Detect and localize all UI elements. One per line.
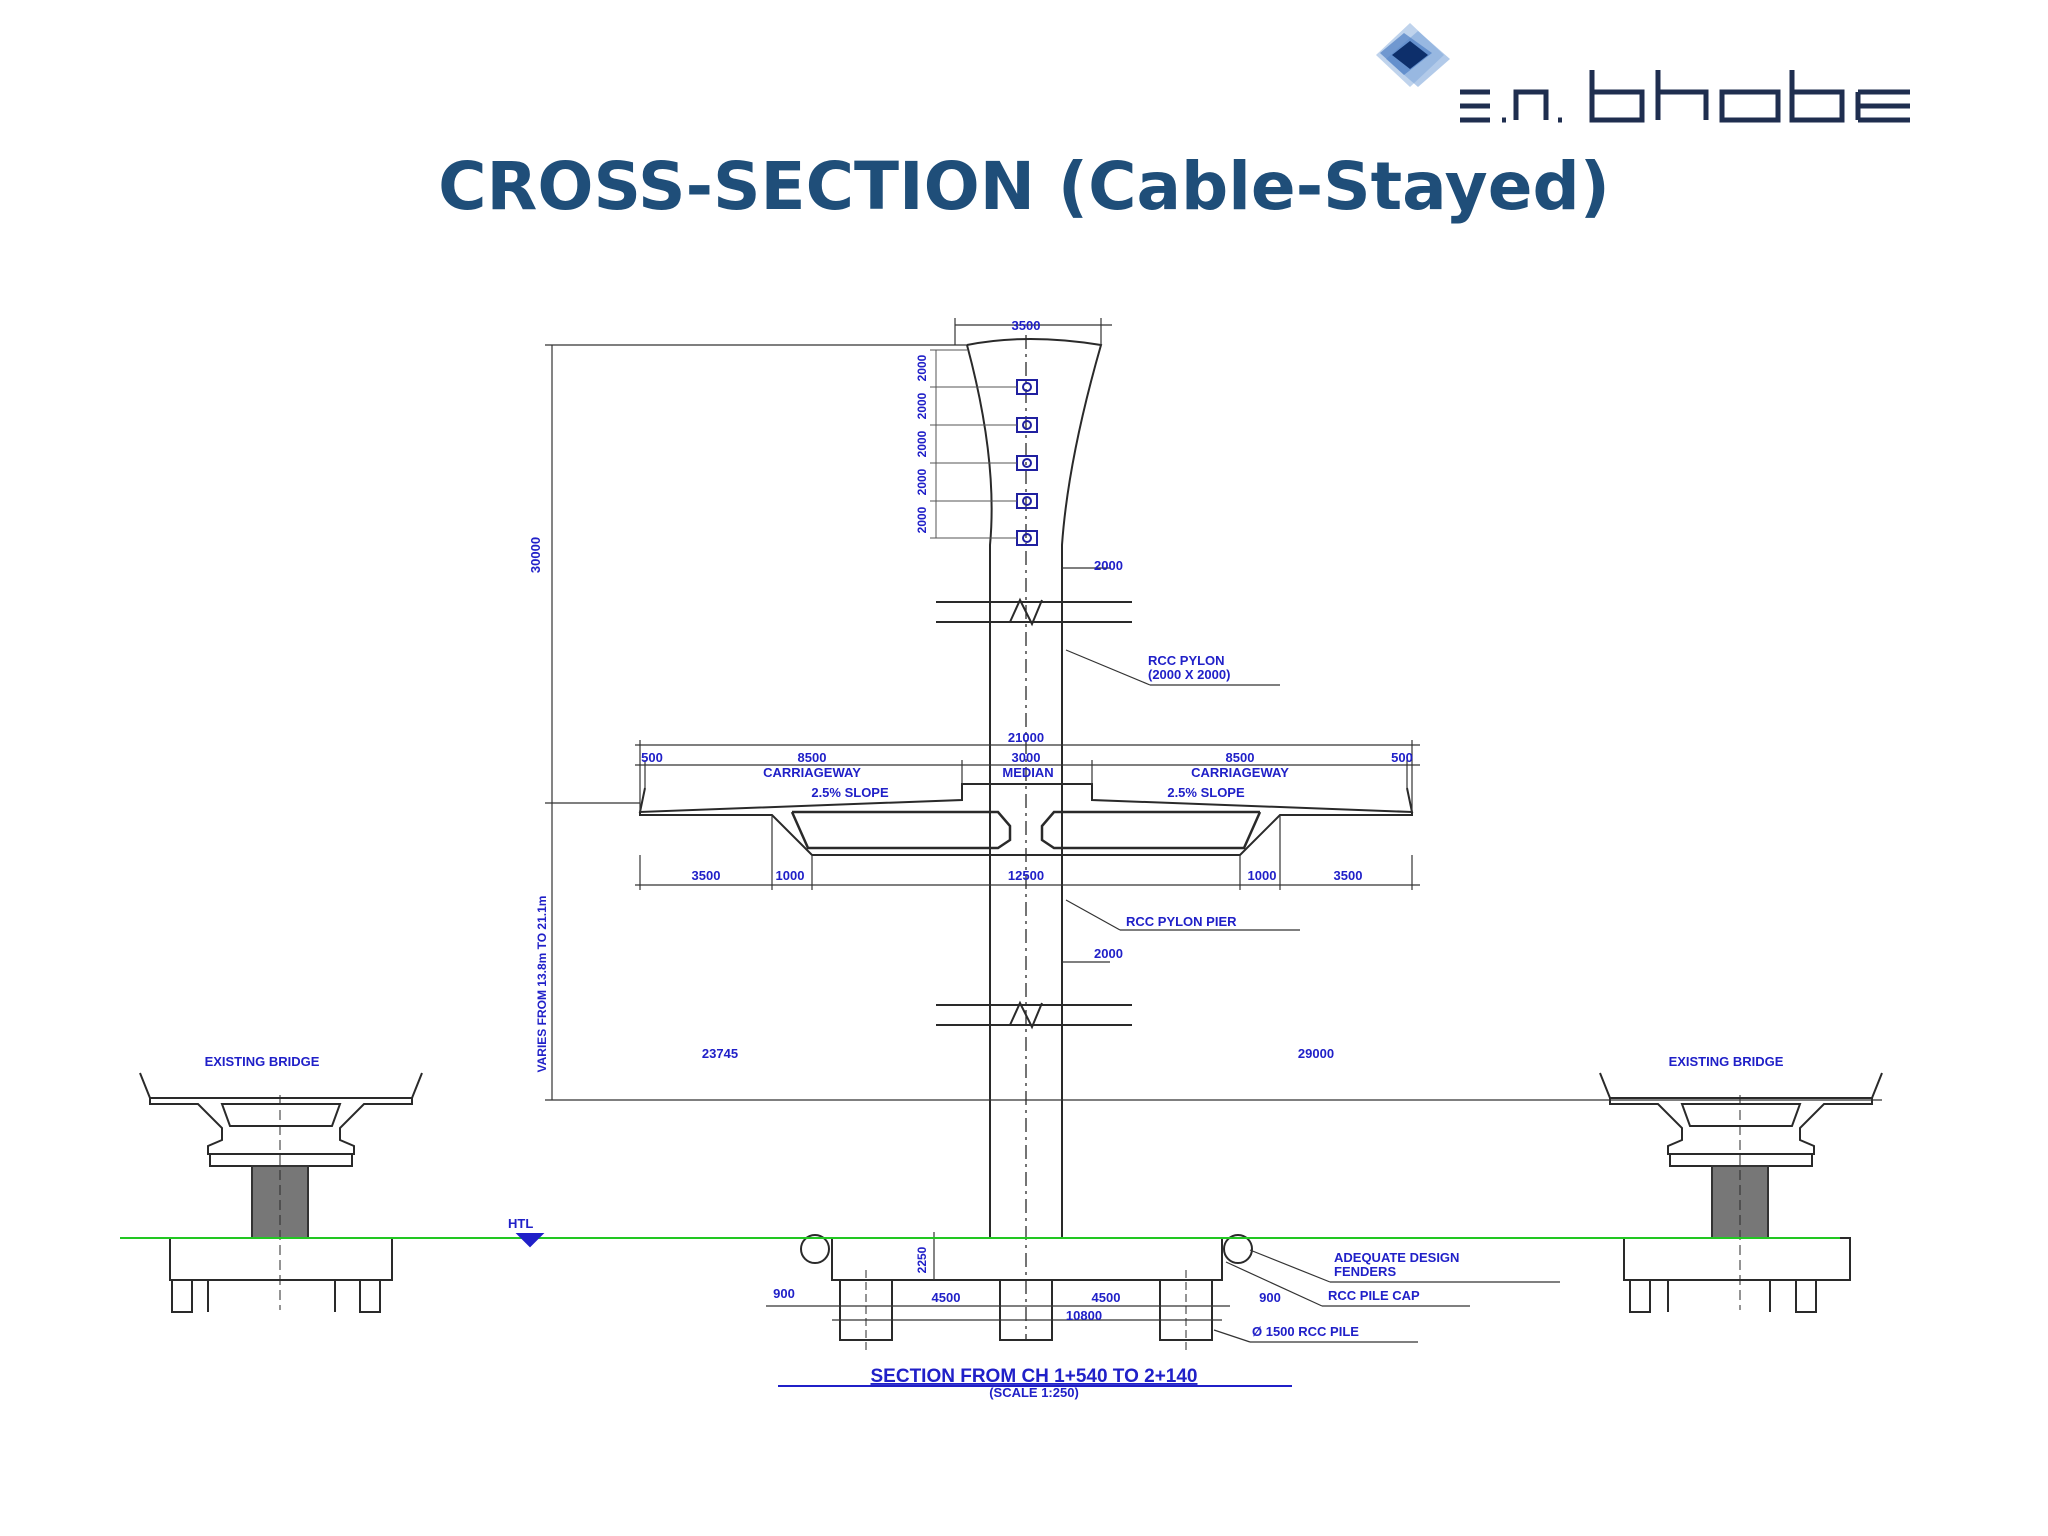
dim-cantilever-left: 3500 xyxy=(692,868,721,883)
existing-bridge-right xyxy=(1599,1072,1883,1313)
pier-label: RCC PYLON PIER xyxy=(1126,914,1237,929)
dim-web-right: 1000 xyxy=(1248,868,1277,883)
bridge-deck xyxy=(638,783,1414,856)
pylon-label: RCC PYLON xyxy=(1148,653,1225,668)
dim-edge-900-right: 900 xyxy=(1259,1290,1281,1305)
existing-bridge-right-label: EXISTING BRIDGE xyxy=(1669,1054,1784,1069)
section-title: SECTION FROM CH 1+540 TO 2+140 xyxy=(871,1366,1198,1387)
fender-label-2: FENDERS xyxy=(1334,1264,1396,1279)
dim-gap-left: 23745 xyxy=(702,1046,738,1061)
pile-label: Ø 1500 RCC PILE xyxy=(1252,1324,1359,1339)
dim-edge-right: 500 xyxy=(1391,750,1413,765)
pylon-size-label: (2000 X 2000) xyxy=(1148,667,1230,682)
cable-anchors xyxy=(1016,379,1038,546)
dim-pylon-width: 2000 xyxy=(1094,558,1123,573)
dim-pile-cap-depth: 2250 xyxy=(915,1246,929,1273)
page-title: CROSS-SECTION (Cable-Stayed) xyxy=(438,148,1610,225)
dim-cable-3: 2000 xyxy=(915,430,929,457)
dim-pylon-top: 3500 xyxy=(1012,318,1041,333)
pile-cap-label: RCC PILE CAP xyxy=(1328,1288,1420,1303)
dim-cable-1: 2000 xyxy=(915,354,929,381)
carriageway-right-label: CARRIAGEWAY xyxy=(1191,765,1289,780)
dim-gap-right: 29000 xyxy=(1298,1046,1334,1061)
dim-pylon-height: 30000 xyxy=(528,537,543,573)
dim-edge-900-left: 900 xyxy=(773,1286,795,1301)
slope-left-label: 2.5% SLOPE xyxy=(811,785,889,800)
dimension-lines xyxy=(545,318,1882,1343)
varies-label: VARIES FROM 13.8m TO 21.1m xyxy=(535,896,549,1073)
dim-cable-5: 2000 xyxy=(915,506,929,533)
existing-bridge-left-label: EXISTING BRIDGE xyxy=(205,1054,320,1069)
dim-cantilever-right: 3500 xyxy=(1334,868,1363,883)
scale-label: (SCALE 1:250) xyxy=(989,1385,1079,1400)
dim-carriageway-left: 8500 xyxy=(798,750,827,765)
dim-pile-spacing-left: 4500 xyxy=(932,1290,961,1305)
rcc-pylon xyxy=(936,335,1132,1340)
dim-cable-2: 2000 xyxy=(915,392,929,419)
logo-mark-icon xyxy=(1376,23,1910,123)
fender-label: ADEQUATE DESIGN xyxy=(1334,1250,1459,1265)
existing-bridge-left xyxy=(139,1072,423,1313)
dim-deck-width: 21000 xyxy=(1008,730,1044,745)
dim-pile-cap-width: 10800 xyxy=(1066,1308,1102,1323)
htl-marker-icon xyxy=(515,1233,545,1248)
dim-pier-width: 2000 xyxy=(1094,946,1123,961)
company-logo xyxy=(1360,10,2040,130)
carriageway-left-label: CARRIAGEWAY xyxy=(763,765,861,780)
htl-label: HTL xyxy=(508,1216,533,1231)
dim-cable-4: 2000 xyxy=(915,468,929,495)
dim-box-width: 12500 xyxy=(1008,868,1044,883)
dim-web-left: 1000 xyxy=(776,868,805,883)
dimension-labels: 3500 30000 2000 2000 2000 2000 2000 2000… xyxy=(205,318,1784,1400)
dim-median: 3000 xyxy=(1012,750,1041,765)
dim-pile-spacing-right: 4500 xyxy=(1092,1290,1121,1305)
dim-carriageway-right: 8500 xyxy=(1226,750,1255,765)
median-label: MEDIAN xyxy=(1002,765,1053,780)
dim-edge-left: 500 xyxy=(641,750,663,765)
slope-right-label: 2.5% SLOPE xyxy=(1167,785,1245,800)
